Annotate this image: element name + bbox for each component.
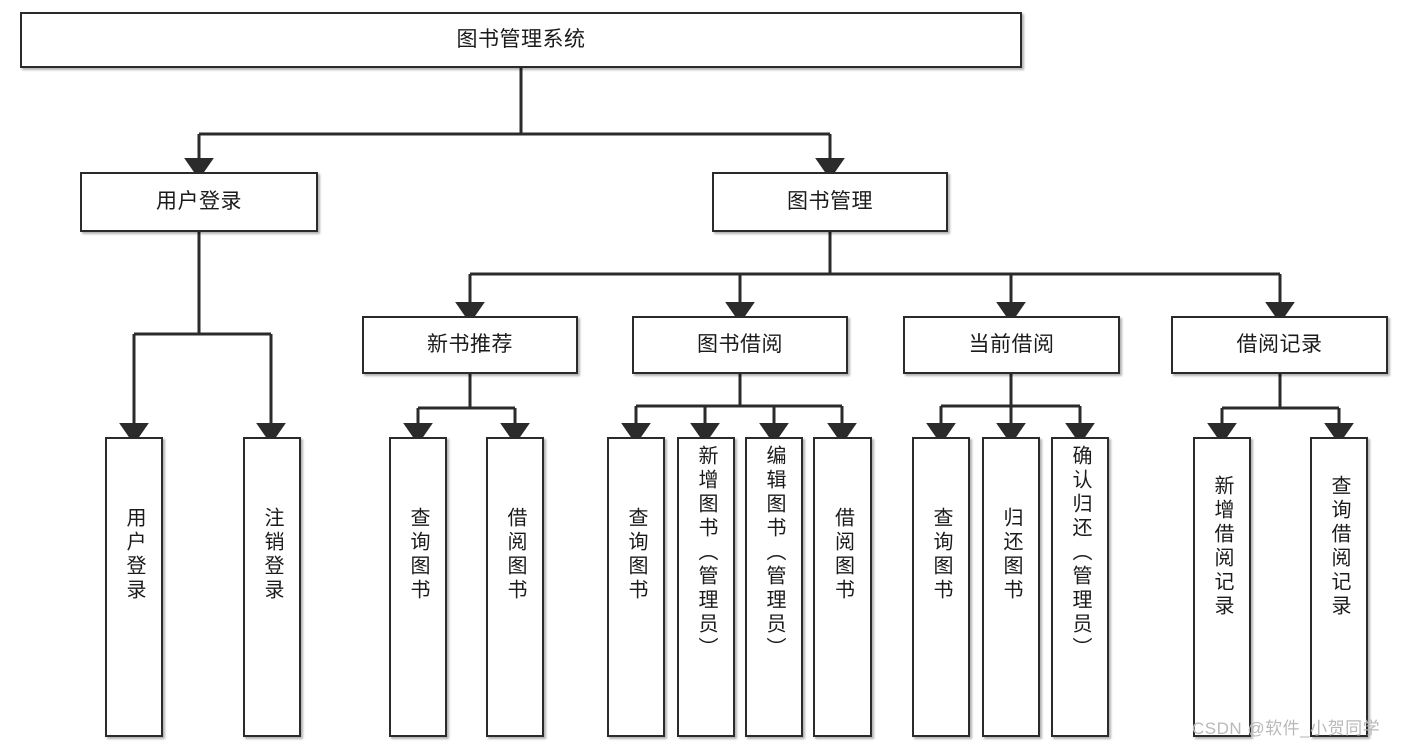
node-leaf-rec-query-label: 查询图书 — [407, 507, 429, 603]
node-leaf-user-logout-label: 注销登录 — [261, 507, 283, 603]
node-leaf-borrow-add-label: 新增图书（管理员） — [695, 445, 717, 661]
node-user-login-label: 用户登录 — [156, 190, 242, 214]
node-leaf-rec-add-label: 新增借阅记录 — [1211, 475, 1233, 619]
node-leaf-rec-search[interactable]: 查询借阅记录 — [1310, 437, 1368, 737]
node-leaf-rec-search-label: 查询借阅记录 — [1328, 475, 1350, 619]
node-leaf-cur-confirm-label: 确认归还（管理员） — [1069, 445, 1091, 661]
node-leaf-rec-borrow[interactable]: 借阅图书 — [486, 437, 544, 737]
node-leaf-user-logout[interactable]: 注销登录 — [243, 437, 301, 737]
node-leaf-cur-query[interactable]: 查询图书 — [912, 437, 970, 737]
node-user-login[interactable]: 用户登录 — [80, 172, 318, 232]
node-leaf-borrow-query-label: 查询图书 — [625, 507, 647, 603]
node-leaf-borrow-do[interactable]: 借阅图书 — [813, 437, 872, 737]
node-book-manage[interactable]: 图书管理 — [712, 172, 948, 232]
node-root-label: 图书管理系统 — [456, 28, 586, 52]
node-borrow-record[interactable]: 借阅记录 — [1171, 316, 1388, 374]
node-leaf-cur-return-label: 归还图书 — [1000, 507, 1022, 603]
node-leaf-cur-query-label: 查询图书 — [930, 507, 952, 603]
node-leaf-rec-add[interactable]: 新增借阅记录 — [1193, 437, 1251, 737]
node-new-book-rec-label: 新书推荐 — [427, 333, 513, 357]
node-leaf-borrow-query[interactable]: 查询图书 — [607, 437, 665, 737]
node-leaf-cur-confirm[interactable]: 确认归还（管理员） — [1051, 437, 1109, 737]
node-leaf-rec-query[interactable]: 查询图书 — [389, 437, 447, 737]
node-leaf-user-login-label: 用户登录 — [123, 507, 145, 603]
node-leaf-cur-return[interactable]: 归还图书 — [982, 437, 1040, 737]
node-current-borrow[interactable]: 当前借阅 — [903, 316, 1120, 374]
csdn-watermark: CSDN @软件_小贺同学 — [1192, 719, 1381, 738]
node-leaf-rec-borrow-label: 借阅图书 — [504, 507, 526, 603]
node-root[interactable]: 图书管理系统 — [20, 12, 1022, 68]
node-borrow-record-label: 借阅记录 — [1236, 333, 1323, 357]
node-current-borrow-label: 当前借阅 — [968, 333, 1055, 357]
node-leaf-borrow-edit[interactable]: 编辑图书（管理员） — [745, 437, 803, 737]
node-book-borrow[interactable]: 图书借阅 — [632, 316, 848, 374]
node-leaf-borrow-do-label: 借阅图书 — [831, 507, 854, 603]
node-leaf-borrow-add[interactable]: 新增图书（管理员） — [677, 437, 735, 737]
node-leaf-borrow-edit-label: 编辑图书（管理员） — [763, 445, 785, 661]
node-book-borrow-label: 图书借阅 — [697, 333, 783, 357]
node-new-book-rec[interactable]: 新书推荐 — [362, 316, 578, 374]
node-leaf-user-login[interactable]: 用户登录 — [105, 437, 163, 737]
node-book-manage-label: 图书管理 — [787, 190, 873, 214]
